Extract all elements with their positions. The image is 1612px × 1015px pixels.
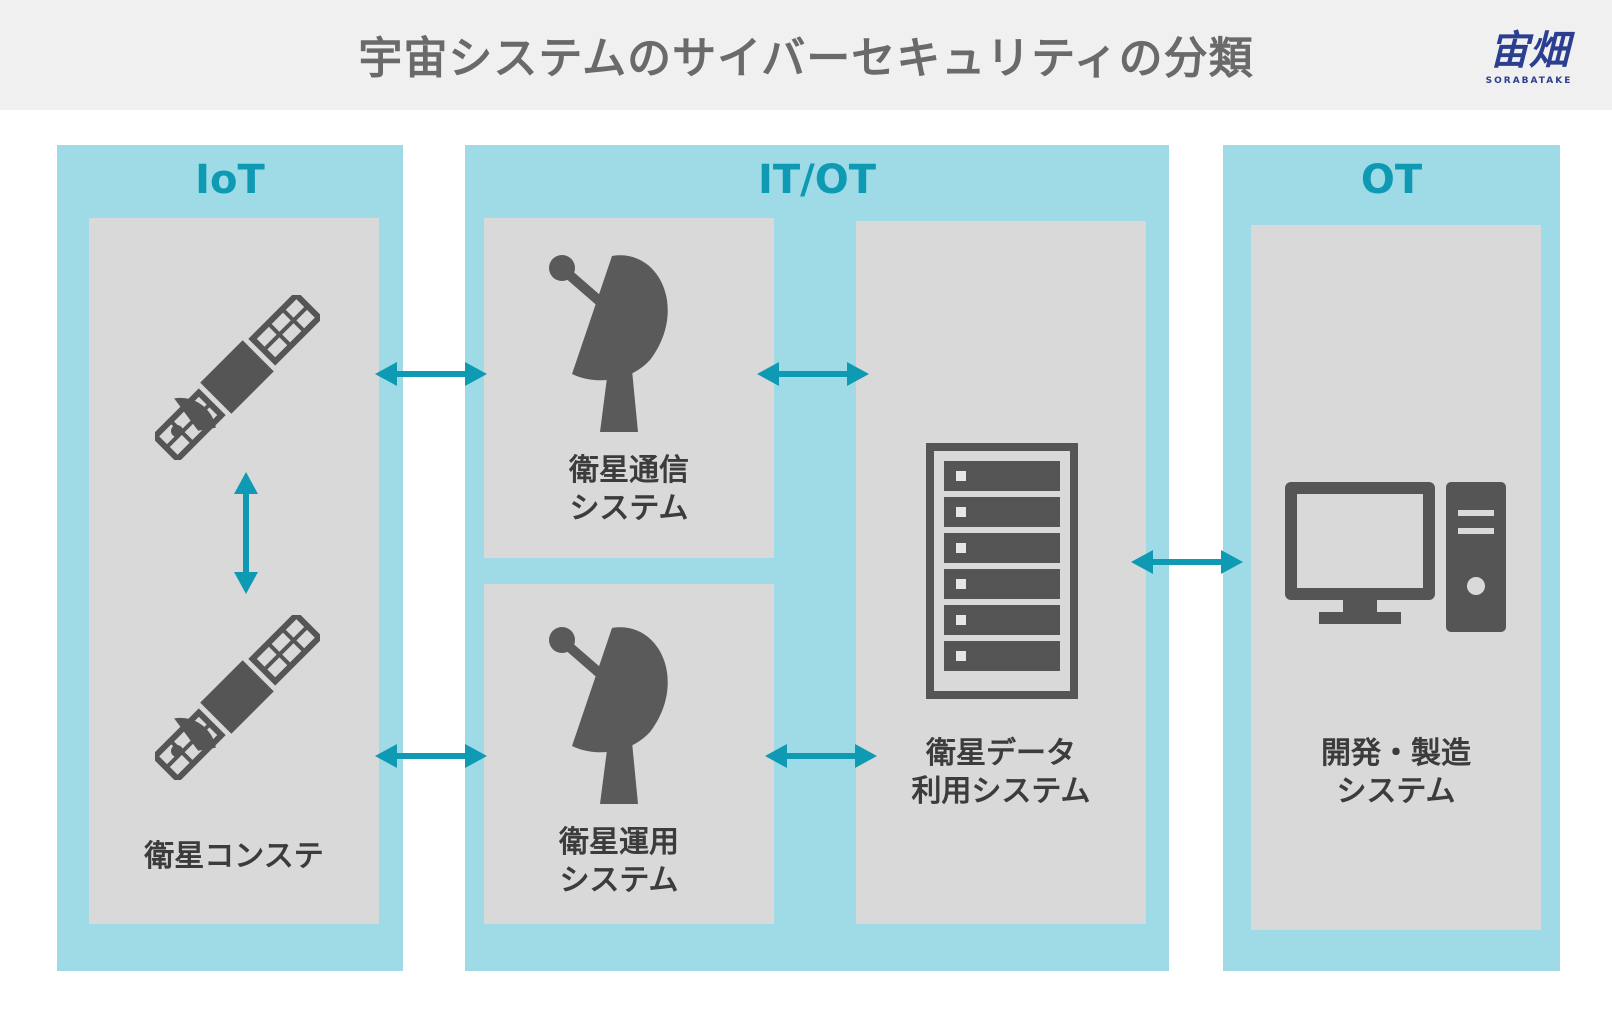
satellite-dish-icon bbox=[549, 627, 668, 804]
satellite-icon bbox=[155, 615, 320, 780]
comm-label-line1: 衛星通信 bbox=[569, 453, 689, 488]
data-label-line1: 衛星データ bbox=[926, 736, 1076, 771]
page-title: 宇宙システムのサイバーセキュリティの分類 bbox=[358, 33, 1254, 84]
constellation-label: 衛星コンステ bbox=[144, 839, 324, 874]
arrow-ops-to-data bbox=[765, 744, 877, 768]
arrow-constellation-to-ops bbox=[375, 744, 487, 768]
zone-ot-label: OT bbox=[1360, 157, 1423, 203]
header-bar: 宇宙システムのサイバーセキュリティの分類 宙畑 SORABATAKE bbox=[0, 0, 1612, 110]
desktop-computer-icon bbox=[1285, 482, 1506, 632]
logo-text: 宙畑 bbox=[1489, 28, 1569, 74]
logo-subtext: SORABATAKE bbox=[1485, 76, 1573, 86]
ops-label-line2: システム bbox=[559, 863, 679, 898]
arrow-data-to-dev bbox=[1131, 550, 1243, 574]
sorabatake-logo: 宙畑 SORABATAKE bbox=[1474, 28, 1584, 90]
zone-itot-label: IT/OT bbox=[757, 157, 877, 203]
satellite-dish-icon bbox=[549, 255, 668, 432]
satellite-icon bbox=[155, 295, 320, 460]
data-label-line2: 利用システム bbox=[911, 774, 1091, 809]
arrow-constellation-to-comm bbox=[375, 362, 487, 386]
ops-label-line1: 衛星運用 bbox=[559, 825, 679, 860]
arrow-comm-to-data bbox=[757, 362, 869, 386]
comm-label-line2: システム bbox=[569, 491, 689, 526]
zone-iot-label: IoT bbox=[195, 157, 265, 203]
server-rack-icon bbox=[926, 443, 1078, 699]
dev-label-line2: システム bbox=[1336, 774, 1456, 809]
panel-satellite-constellation: 衛星コンステ bbox=[89, 218, 379, 924]
dev-label-line1: 開発・製造 bbox=[1321, 736, 1471, 771]
arrow-satellite-to-satellite bbox=[234, 472, 258, 594]
